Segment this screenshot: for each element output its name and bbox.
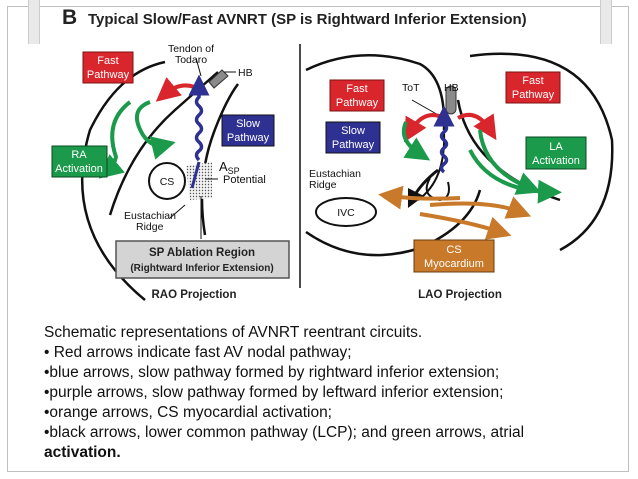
rao-ablation-label-2: (Rightward Inferior Extension) [130, 263, 273, 274]
lao-la-label-2: Activation [532, 155, 580, 167]
lao-la-label-1: LA [549, 141, 563, 153]
lao-fast-pathway-left-box [329, 79, 385, 112]
lao-projection-label: LAO Projection [418, 289, 502, 301]
rao-tendon-label-1: Tendon of [168, 43, 214, 55]
figure-heading: B Typical Slow/Fast AVNRT (SP is Rightwa… [62, 6, 622, 32]
rao-cs-circle [148, 162, 186, 200]
lao-panel: Fast Pathway ToT HB Fast Pathway Slow Pa… [305, 52, 614, 301]
rao-slow-pathway-box [221, 114, 275, 147]
lao-fast-arrow-right [457, 113, 497, 141]
lao-fast-pathway-right-box [505, 71, 561, 104]
lao-la-activation-box [525, 136, 587, 170]
lao-fast-right-label-1: Fast [522, 75, 543, 87]
lao-cs-myocardium-box [413, 239, 495, 273]
caption-line-2: • Red arrows indicate fast AV nodal path… [44, 344, 352, 361]
slide-corner-tab-left [28, 0, 40, 44]
lao-fast-arrow-left [403, 113, 445, 143]
lao-orange-arrow-left [378, 185, 461, 210]
lao-slow-arrow [433, 105, 455, 174]
figure-letter: B [62, 6, 78, 29]
lao-fast-right-label-2: Pathway [512, 89, 555, 101]
caption-line-1: Schematic representations of AVNRT reent… [44, 324, 423, 341]
lao-tot-label: ToT [402, 82, 420, 94]
rao-eustachian-leader [169, 204, 186, 219]
caption-line-5: •orange arrows, CS myocardial activation… [44, 404, 332, 421]
lao-outline-right [469, 52, 614, 252]
rao-eustachian-label-2: Ridge [136, 221, 164, 233]
lao-slow-pathway-box [325, 121, 381, 154]
lao-ivc-ellipse [315, 197, 377, 227]
caption-line-6: •black arrows, lower common pathway (LCP… [44, 424, 525, 441]
lao-cs-label-2: Myocardium [424, 258, 484, 270]
figure-title: Typical Slow/Fast AVNRT (SP is Rightward… [88, 11, 527, 28]
rao-tendon-label-2: Todaro [175, 54, 207, 66]
rao-ablation-box [115, 240, 290, 279]
rao-fast-pathway-label-2: Pathway [87, 69, 130, 81]
caption-line-3: •blue arrows, slow pathway formed by rig… [44, 364, 500, 381]
rao-asp-potential: Potential [223, 174, 266, 186]
caption-line-7: activation. [44, 444, 121, 461]
lao-green-arrow-lower [468, 149, 562, 204]
rao-slow-arrow [188, 74, 210, 162]
lao-slow-label-1: Slow [341, 125, 365, 137]
rao-projection-label: RAO Projection [152, 289, 237, 301]
rao-asp-sub: SP [228, 166, 240, 176]
rao-green-arrow-outer [98, 100, 132, 179]
lao-ivc-label: IVC [337, 207, 355, 219]
rao-his-bundle [208, 69, 229, 89]
slide-frame [7, 6, 629, 472]
lao-fast-left-label-1: Fast [346, 83, 367, 95]
rao-fast-pathway-label-1: Fast [97, 55, 118, 67]
rao-ablation-label-1: SP Ablation Region [149, 247, 255, 259]
rao-green-arrow-inner [134, 100, 176, 160]
rao-eustachian-label-1: Eustachian [124, 210, 176, 222]
lao-eustachian-label-2: Ridge [309, 179, 337, 191]
rao-asp-label: ASP [219, 159, 240, 176]
slide-corner-tab-right [600, 0, 612, 44]
rao-hb-label: HB [238, 67, 253, 79]
lao-hb-label: HB [444, 82, 459, 94]
rao-ra-label-2: Activation [55, 163, 103, 175]
rao-fast-pathway-box [82, 51, 134, 84]
caption-line-4: •purple arrows, slow pathway formed by l… [44, 384, 504, 401]
lao-eustachian-label-1: Eustachian [309, 168, 361, 180]
rao-asp-region [186, 162, 212, 200]
rao-asp-main: A [219, 159, 228, 174]
rao-cs-label: CS [160, 176, 175, 188]
rao-slow-tail [190, 161, 201, 189]
rao-panel: Fast Pathway Tendon of Todaro HB Slow Pa… [51, 43, 290, 301]
rao-slow-pathway-label-1: Slow [236, 118, 260, 130]
lao-orange-arrow-right [429, 196, 532, 219]
rao-tendon-leader [195, 57, 202, 77]
lao-slow-label-2: Pathway [332, 139, 375, 151]
rao-septum-line [200, 83, 240, 236]
rao-ra-activation-box [51, 145, 108, 178]
lao-fast-left-label-2: Pathway [336, 97, 379, 109]
rao-slow-pathway-label-2: Pathway [227, 132, 270, 144]
lao-orange-arrow-bottom [419, 212, 512, 240]
lao-cs-label-1: CS [446, 244, 461, 256]
lao-green-arrow-left [401, 121, 431, 161]
lao-outline-top-left [305, 54, 446, 131]
caption: Schematic representations of AVNRT reent… [44, 323, 624, 463]
rao-ra-label-1: RA [71, 149, 87, 161]
lao-green-arrow-mid [478, 129, 542, 195]
